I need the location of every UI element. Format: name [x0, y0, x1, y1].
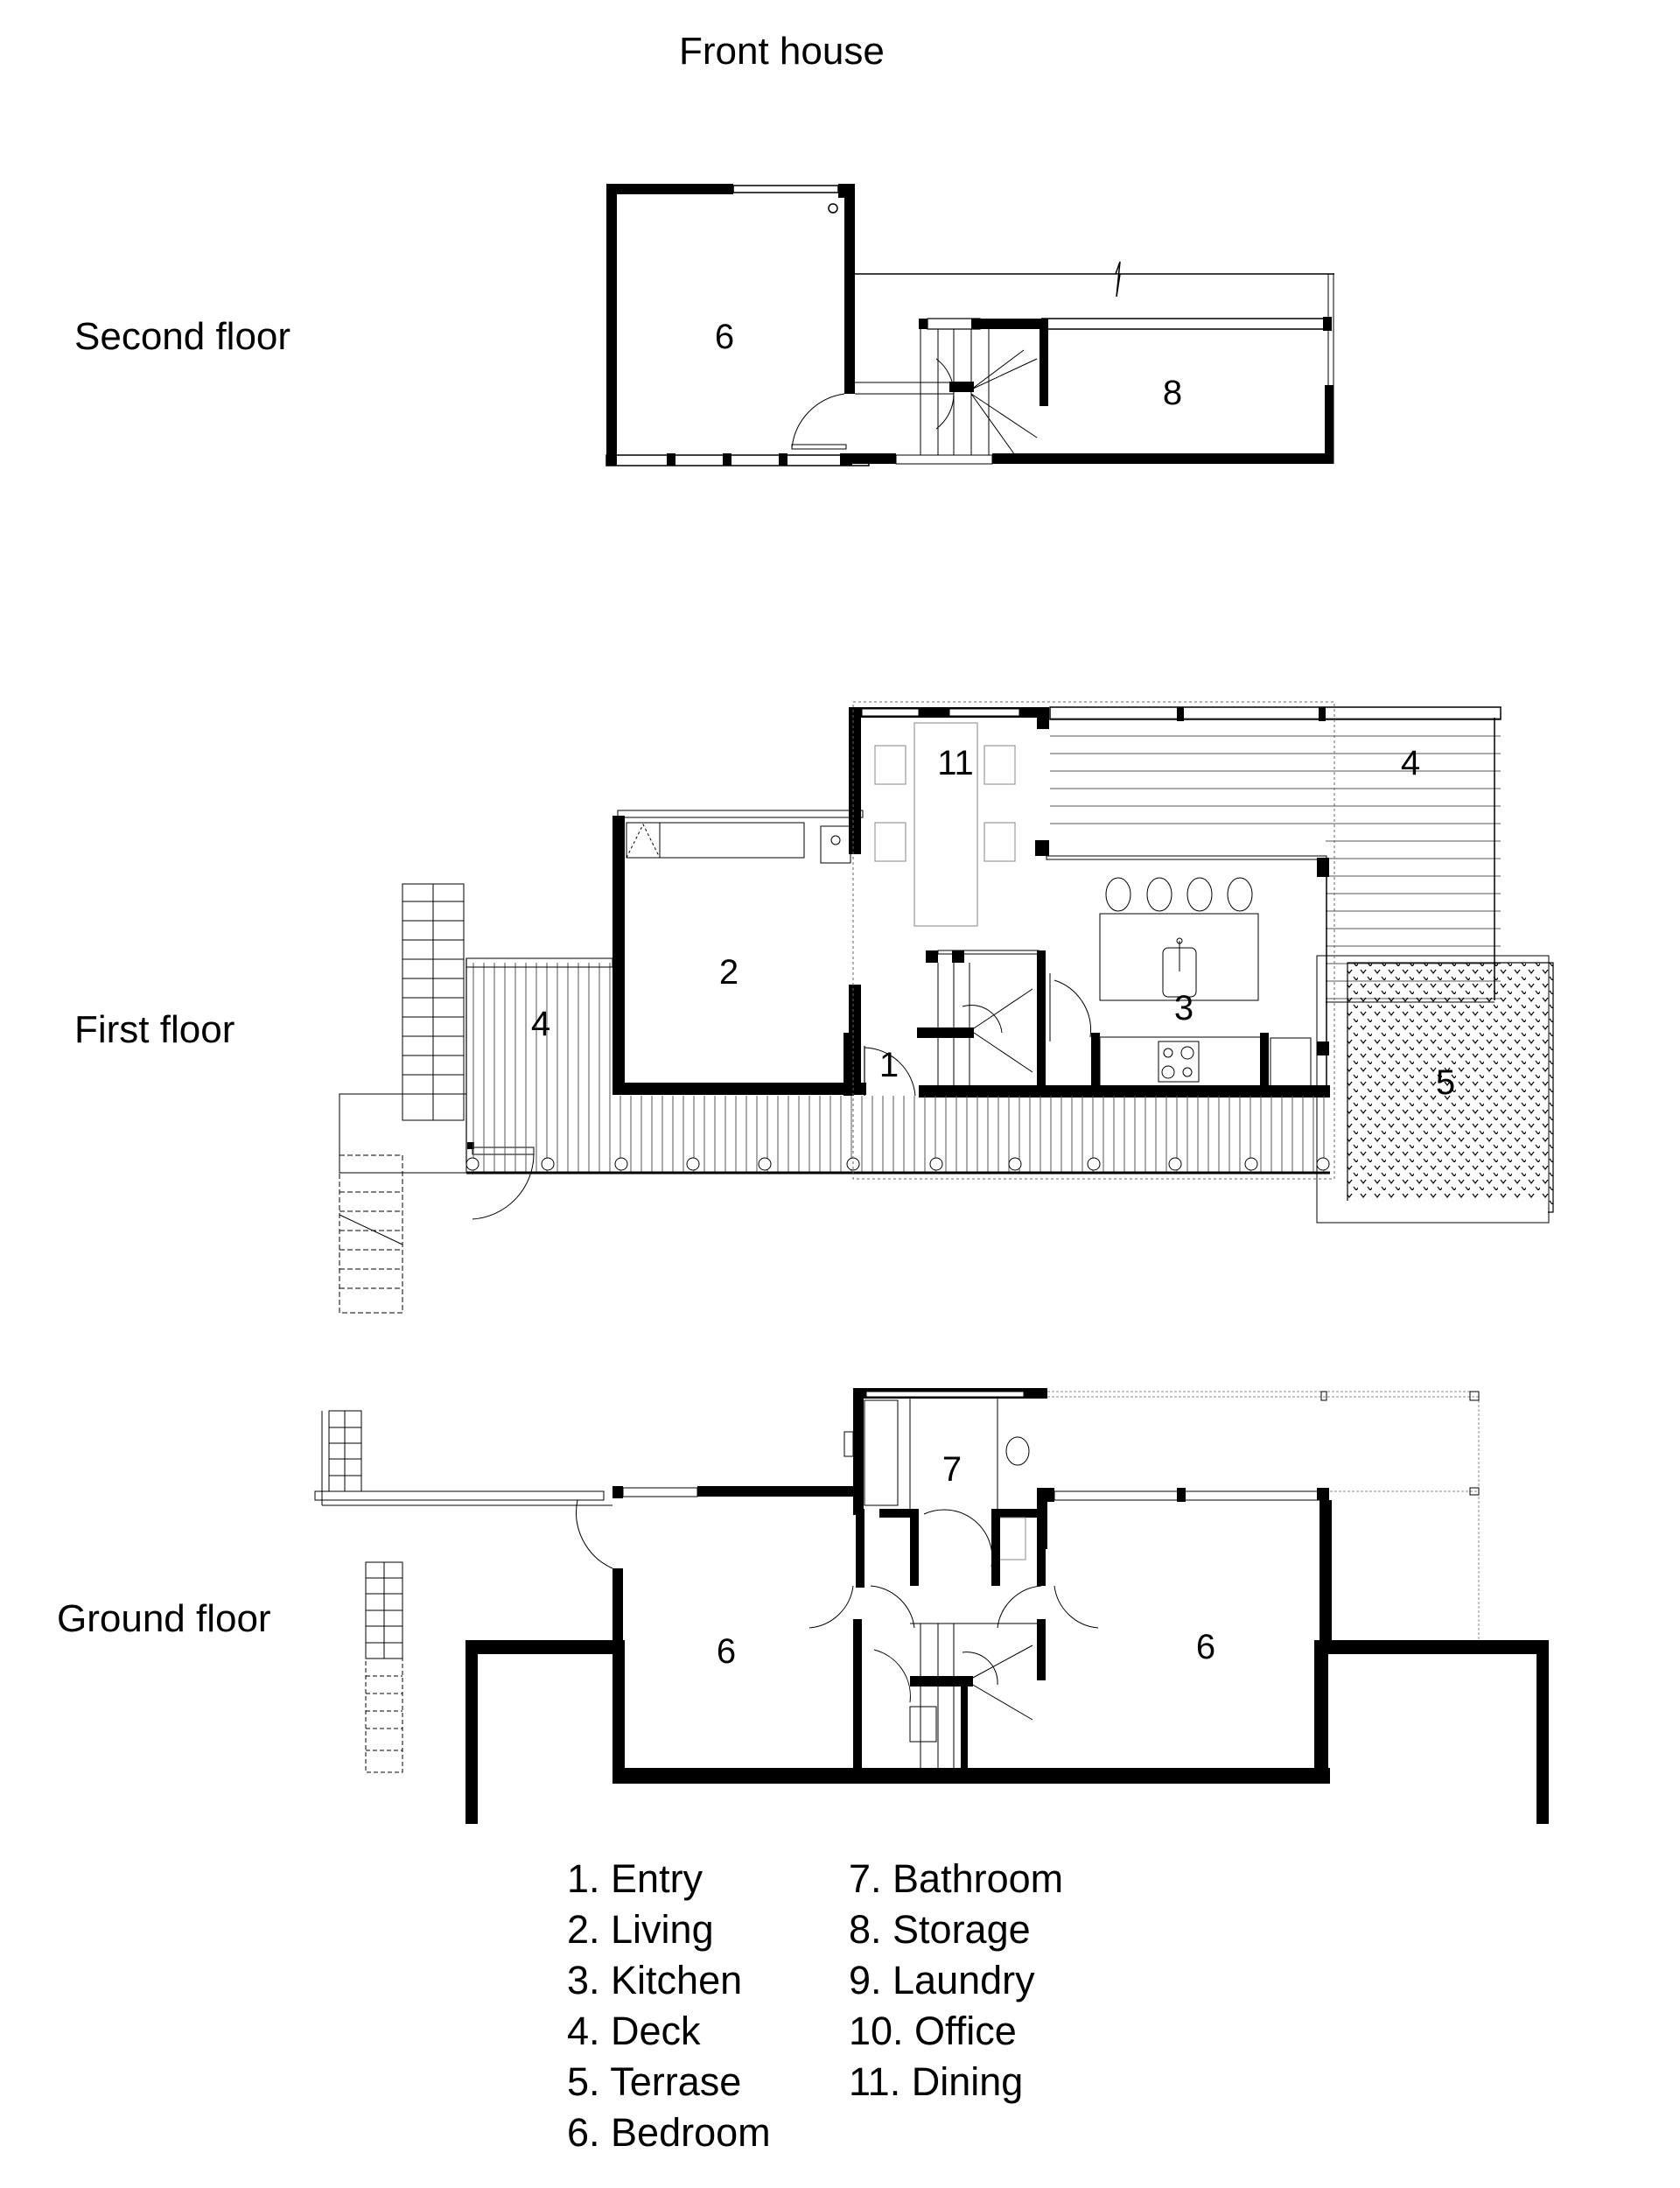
second-floor-plan: 6 8 [606, 184, 1334, 466]
page-title: Front house [679, 30, 885, 73]
room-label-7: 7 [942, 1450, 962, 1489]
legend-item [849, 2107, 1111, 2158]
legend-item: 5. Terrase [567, 2059, 742, 2104]
room-label-11: 11 [937, 744, 974, 782]
floor-label-ground: Ground floor [57, 1597, 271, 1640]
first-floor-plan: 11 4 2 4 3 1 5 [339, 701, 1554, 1314]
legend-item: 4. Deck [567, 2009, 701, 2053]
legend-item: 10. Office [849, 2009, 1017, 2053]
legend-item: 1. Entry [567, 1856, 704, 1901]
floor-label-first: First floor [74, 1008, 235, 1051]
room-legend: 1. Entry 7. Bathroom 2. Living 8. Storag… [567, 1854, 1111, 2158]
legend-item: 6. Bedroom [567, 2110, 771, 2155]
legend-item: 3. Kitchen [567, 1958, 743, 2002]
legend-item: 7. Bathroom [849, 1856, 1064, 1901]
room-label-6-second: 6 [715, 318, 734, 356]
floor-label-second: Second floor [74, 315, 291, 358]
ground-floor-plan: 7 6 6 [314, 1388, 1549, 1824]
room-label-6-ground-left: 6 [717, 1632, 736, 1671]
room-label-6-ground-right: 6 [1196, 1628, 1215, 1666]
room-label-8-second: 8 [1163, 374, 1182, 412]
room-label-4-right: 4 [1401, 744, 1420, 782]
room-label-2: 2 [719, 953, 738, 992]
room-label-3: 3 [1174, 989, 1194, 1027]
legend-item: 2. Living [567, 1907, 714, 1952]
room-label-5: 5 [1436, 1063, 1455, 1102]
room-label-1: 1 [879, 1046, 899, 1084]
legend-item: 8. Storage [849, 1907, 1031, 1952]
legend-item: 9. Laundry [849, 1958, 1035, 2002]
legend-item: 11. Dining [849, 2059, 1024, 2104]
room-label-4-left: 4 [531, 1005, 550, 1043]
